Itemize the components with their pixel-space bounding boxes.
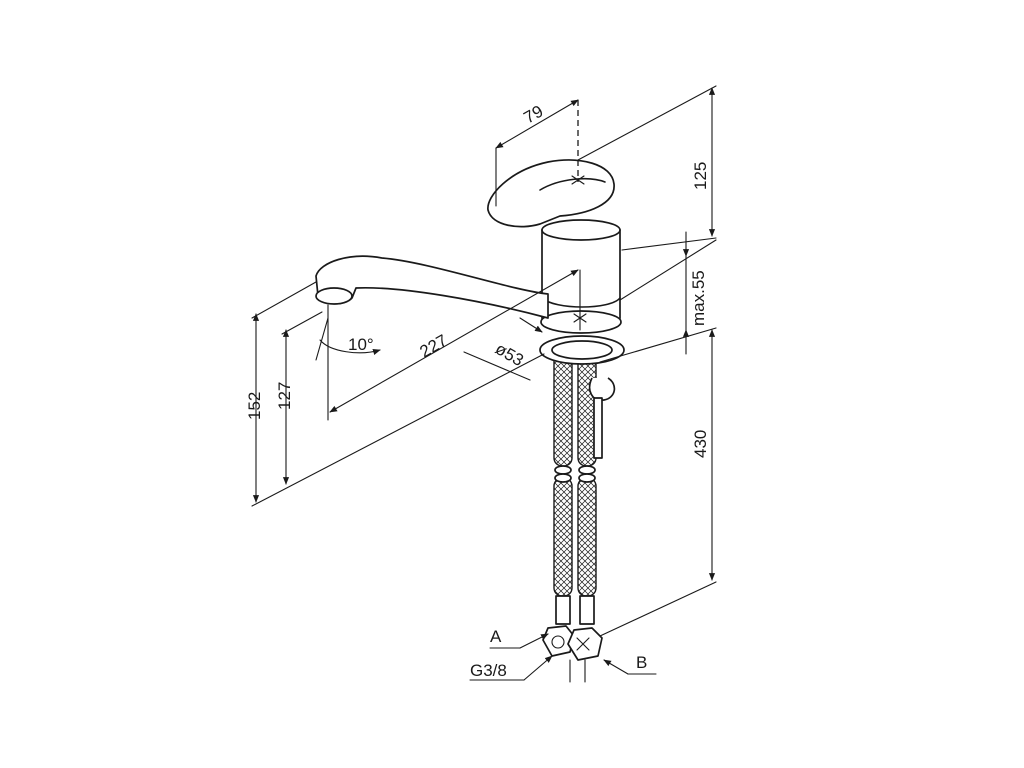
dim-79-label: 79 — [521, 102, 547, 128]
nut-right — [567, 627, 603, 661]
dim-55-ext-top — [619, 239, 717, 301]
dim-227-line — [329, 269, 579, 413]
lever-handle — [487, 159, 615, 228]
spout-aerator — [315, 287, 353, 305]
dim-227-label: 227 — [417, 331, 451, 362]
dim-10-tilt — [315, 317, 329, 361]
mounting-rod — [593, 397, 603, 459]
dim-127-ext-top — [281, 311, 323, 335]
dim-55-label: max.55 — [689, 270, 708, 326]
hose-cut-right-bottom — [578, 473, 596, 483]
dim-125-ext-top — [577, 85, 717, 161]
base-disc — [540, 310, 622, 334]
mounting-bracket — [588, 377, 616, 401]
dim-10-arc — [319, 339, 381, 355]
handle-highlight — [539, 177, 606, 191]
dim-430-ext — [599, 581, 717, 637]
dim-152-label: 152 — [245, 392, 264, 420]
dim-430-label: 430 — [691, 430, 710, 458]
leader-g — [523, 655, 553, 681]
ferrule-left — [555, 595, 571, 625]
dim-125-label: 125 — [691, 162, 710, 190]
hose-cut-right-top — [578, 465, 596, 475]
hose-lower-left — [553, 477, 573, 597]
ferrule-right — [579, 595, 595, 625]
dim-125-ext-bottom — [621, 237, 717, 251]
dimension-labels: 79 125 max.55 430 227 ø53 10° 152 127 A … — [245, 102, 710, 680]
dim-152-ext-top — [251, 281, 317, 319]
dim-55-ext-bottom — [599, 327, 717, 363]
label-a: A — [490, 627, 502, 646]
body-top — [541, 219, 621, 241]
dim-127-label: 127 — [275, 382, 294, 410]
mounting-ring-inner — [551, 340, 613, 360]
label-g38: G3/8 — [470, 661, 507, 680]
handle-lever — [487, 159, 615, 228]
faucet-body — [540, 219, 622, 334]
dim-10-label: 10° — [348, 335, 374, 354]
leader-a — [519, 633, 549, 649]
nut-right-cross — [576, 637, 590, 651]
label-b: B — [636, 653, 647, 672]
spout — [315, 255, 549, 319]
nut-left-bore — [551, 635, 565, 649]
dim-53-arrow — [519, 317, 543, 333]
leader-b — [603, 659, 629, 675]
hose-lower-right — [577, 477, 597, 597]
handle-axis-mark — [571, 175, 585, 185]
dim-base-ext — [251, 353, 545, 507]
hose-cut-left-bottom — [554, 473, 572, 483]
hose-cut-left-top — [554, 465, 572, 475]
dimension-lines — [251, 85, 717, 681]
dim-53-ext — [463, 351, 531, 381]
spout-arm — [315, 255, 549, 319]
dim-79-line — [495, 99, 579, 149]
